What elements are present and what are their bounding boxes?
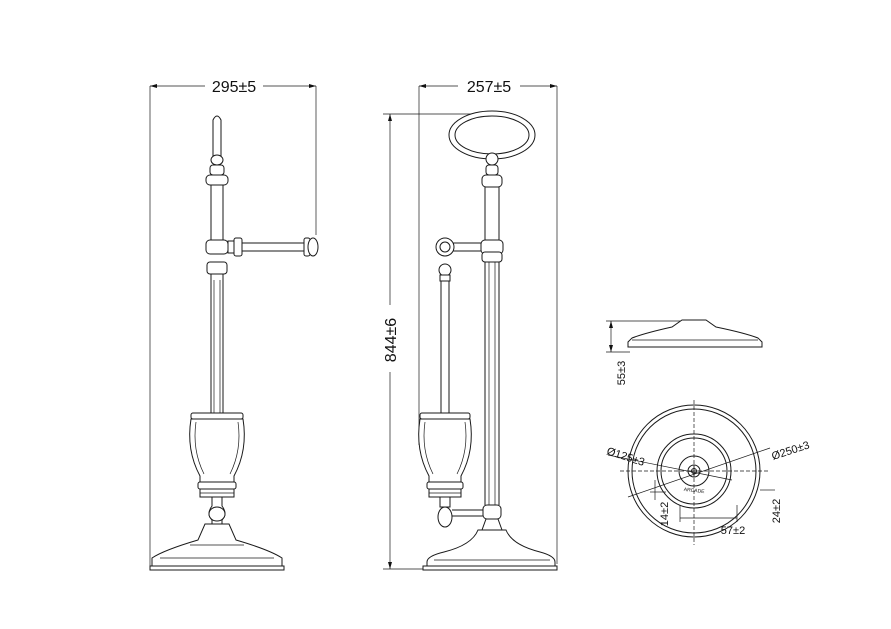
edge-offset-label: 24±2 xyxy=(771,499,783,523)
side-width-label: 257±5 xyxy=(467,79,511,96)
height-dimension: 844±6 xyxy=(383,113,490,570)
front-width-label: 295±5 xyxy=(212,79,256,96)
front-width-dimension: 295±5 xyxy=(149,79,317,569)
base-section-view: 55±3 xyxy=(606,319,763,385)
side-ring xyxy=(448,110,536,160)
outer-diameter-label: Ø250±3 xyxy=(770,439,811,462)
front-brush-cup xyxy=(189,418,245,483)
side-base xyxy=(426,529,556,567)
hole-offset-label: 14±2 xyxy=(659,502,671,526)
front-view: 295±5 xyxy=(149,79,319,571)
hook xyxy=(212,115,222,160)
base-marking: ARCADE xyxy=(683,487,705,495)
side-brush-cup xyxy=(418,418,472,483)
hole-spacing-label: 57±2 xyxy=(721,525,745,537)
base-height-label: 55±3 xyxy=(616,361,628,385)
side-width-dimension: 257±5 xyxy=(418,79,558,564)
side-view: 257±5 844±6 xyxy=(383,79,558,571)
base-plan-view: Ø125±3 Ø250±3 ARCADE 14±2 57±2 24±2 xyxy=(605,400,811,545)
height-label: 844±6 xyxy=(383,318,400,362)
